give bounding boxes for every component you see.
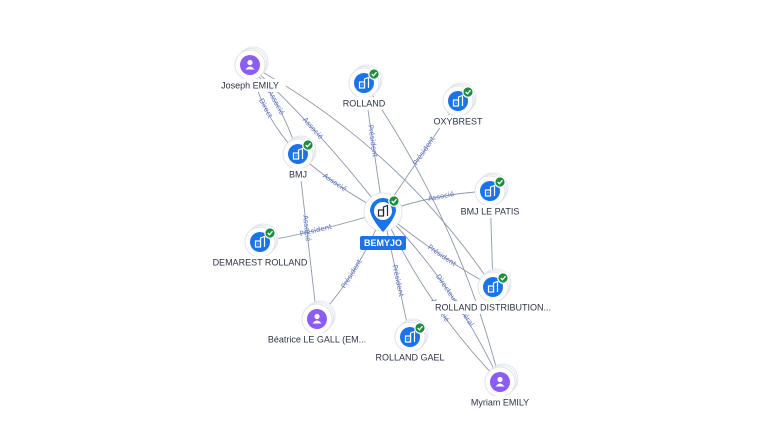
node-label: OXYBREST bbox=[433, 117, 483, 127]
node-label: Béatrice LE GALL (EM... bbox=[268, 335, 366, 345]
node-bmjlepatis[interactable]: BMJ LE PATIS bbox=[454, 172, 526, 218]
verified-check-icon bbox=[368, 68, 380, 80]
verified-check-icon bbox=[462, 86, 474, 98]
node-beatrice[interactable]: Béatrice LE GALL (EM... bbox=[252, 300, 382, 346]
edge-label[interactable]: Président bbox=[340, 258, 364, 290]
verified-check-icon bbox=[497, 272, 509, 284]
edge-myriam-bemyjo bbox=[382, 211, 501, 383]
building-icon bbox=[404, 330, 416, 343]
node-demarest[interactable]: DEMAREST ROLLAND bbox=[213, 223, 308, 269]
verified-check-icon bbox=[414, 322, 426, 334]
node-center-bemyjo[interactable]: BEMYJO bbox=[360, 192, 406, 250]
node-rollandgael[interactable]: ROLLAND GAEL bbox=[374, 318, 446, 364]
node-label: ROLLAND DISTRIBUTION... bbox=[435, 303, 551, 313]
edge-label[interactable]: Président bbox=[366, 124, 379, 158]
building-icon bbox=[292, 147, 304, 160]
node-joseph[interactable]: Joseph EMILY bbox=[214, 46, 286, 92]
edge-joseph-rollanddistrib bbox=[249, 64, 494, 288]
edge-label[interactable]: Président bbox=[412, 135, 437, 167]
edge-label[interactable]: Associé bbox=[321, 172, 347, 194]
node-label: ROLLAND GAEL bbox=[375, 353, 444, 363]
verified-check-icon bbox=[264, 227, 276, 239]
building-icon bbox=[254, 235, 266, 248]
node-label: ROLLAND bbox=[343, 99, 386, 109]
person-icon bbox=[245, 59, 255, 70]
center-label: BEMYJO bbox=[364, 238, 402, 248]
node-rollanddistrib[interactable]: ROLLAND DISTRIBUTION... bbox=[428, 268, 558, 314]
node-label: BMJ LE PATIS bbox=[461, 207, 520, 217]
building-icon bbox=[358, 76, 370, 89]
nodes-layer: Joseph EMILY ROLLAND OXYBREST BMJ BMJ LE PAT… bbox=[213, 46, 558, 409]
node-bmj[interactable]: BMJ bbox=[282, 135, 317, 181]
person-icon bbox=[495, 376, 505, 387]
verified-check-icon bbox=[388, 195, 400, 207]
verified-check-icon bbox=[494, 176, 506, 188]
edge-label[interactable]: Associé bbox=[301, 215, 312, 242]
node-rolland[interactable]: ROLLAND bbox=[341, 64, 387, 110]
edge-label[interactable]: Président bbox=[426, 243, 458, 268]
edge-label[interactable]: Associé bbox=[427, 190, 455, 203]
person-icon bbox=[312, 313, 322, 324]
edge-label[interactable]: Directeur général bbox=[434, 273, 475, 328]
node-label: Joseph EMILY bbox=[221, 81, 279, 91]
building-icon bbox=[487, 280, 499, 293]
node-label: Myriam EMILY bbox=[471, 398, 529, 408]
building-icon bbox=[452, 94, 464, 107]
building-icon bbox=[377, 204, 389, 217]
node-label: DEMAREST ROLLAND bbox=[213, 258, 308, 268]
edge-rolland-myriam bbox=[363, 82, 501, 383]
node-label: BMJ bbox=[289, 170, 307, 180]
edge-label[interactable]: Président bbox=[390, 264, 405, 298]
node-oxybrest[interactable]: OXYBREST bbox=[432, 82, 484, 128]
verified-check-icon bbox=[302, 139, 314, 151]
node-myriam[interactable]: Myriam EMILY bbox=[464, 363, 536, 409]
building-icon bbox=[484, 184, 496, 197]
